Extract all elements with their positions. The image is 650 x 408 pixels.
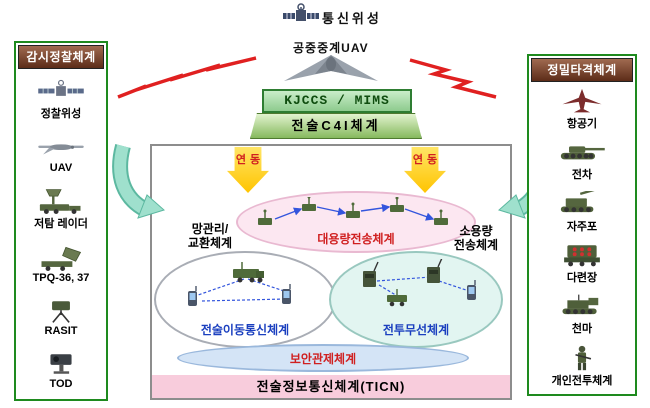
handset-icon xyxy=(467,280,476,300)
low-detection-radar-icon xyxy=(39,189,81,214)
security-control-ellipse: 보안관제체계 xyxy=(177,344,469,372)
list-item-label: 자주포 xyxy=(566,220,598,233)
strike-panel-title: 정밀타격체계 xyxy=(531,58,633,82)
kjccs-mims-box: KJCCS / MIMS xyxy=(262,89,412,113)
tank-icon xyxy=(560,146,605,160)
list-item-label: 다련장 xyxy=(566,272,598,285)
surveillance-panel-items: 정찰위성 UAV 저탐 레이더 xyxy=(16,71,106,397)
manpack-radio-icon xyxy=(363,261,379,287)
surveillance-panel-title: 감시정찰체계 xyxy=(18,45,104,69)
combat-radio-graphic xyxy=(363,259,476,307)
list-item-label: RASIT xyxy=(44,325,78,337)
large-capacity-label: 대용량전송체계 xyxy=(317,232,395,246)
node-vehicle-icon xyxy=(390,197,404,212)
recon-vehicle-icon xyxy=(387,289,407,307)
relay-uav-label: 공중중계UAV xyxy=(293,41,369,55)
network-nodes-graphic xyxy=(258,197,448,225)
list-item-label: TPQ-36, 37 xyxy=(32,272,90,284)
handset-icon xyxy=(282,284,291,304)
aircraft-icon xyxy=(562,88,602,113)
list-item-label: 정찰위성 xyxy=(40,108,82,120)
list-item: 저탐 레이더 xyxy=(16,188,106,231)
strike-panel: 정밀타격체계 항공기 전차 xyxy=(527,54,637,396)
soldier-icon xyxy=(575,345,592,370)
lightning-right-icon xyxy=(409,58,497,99)
relay-uav-icon xyxy=(284,55,378,81)
list-item-label: 항공기 xyxy=(566,118,598,131)
comm-truck-icon xyxy=(233,262,264,283)
list-item: TOD xyxy=(16,351,106,390)
strike-panel-items: 항공기 전차 자주포 xyxy=(529,84,635,392)
large-capacity-ellipse: 대용량전송체계 xyxy=(236,191,476,253)
lightning-left-icon xyxy=(117,56,257,99)
list-item-label: 천마 xyxy=(571,323,593,336)
list-item-label: 저탐 레이더 xyxy=(34,218,88,230)
node-vehicle-icon xyxy=(258,209,272,225)
list-item: UAV xyxy=(16,135,106,174)
node-vehicle-icon xyxy=(346,202,360,218)
list-item-label: UAV xyxy=(49,162,73,174)
manpack-radio-icon xyxy=(427,259,443,283)
ticn-title-bar: 전술정보통신체계(TICN) xyxy=(152,375,510,398)
security-control-label: 보안관제체계 xyxy=(289,352,357,366)
node-vehicle-icon xyxy=(434,209,448,225)
node-vehicle-icon xyxy=(302,197,316,211)
list-item: 천마 xyxy=(529,293,635,336)
list-item-label: 전차 xyxy=(571,169,593,182)
combat-radio-label: 전투무선체계 xyxy=(382,323,450,337)
list-item: 정찰위성 xyxy=(16,78,106,121)
uav-icon xyxy=(38,144,84,155)
handset-icon xyxy=(188,286,197,306)
network-mgmt-label: 망관리/ 교환체계 xyxy=(187,222,233,250)
mobile-comm-ellipse: 전술이동통신체계 xyxy=(154,251,336,348)
list-item: TPQ-36, 37 xyxy=(16,245,106,284)
list-item: 항공기 xyxy=(529,88,635,131)
tpq-radar-icon xyxy=(41,246,82,271)
list-item-label: TOD xyxy=(49,378,73,390)
comm-satellite-label: 통신위성 xyxy=(322,11,382,26)
comm-satellite-icon xyxy=(283,3,319,21)
mobile-comm-graphic xyxy=(188,262,291,306)
self-propelled-gun-icon xyxy=(560,190,603,212)
list-item: RASIT xyxy=(16,298,106,337)
tactical-c4i-box: 전술C4I체계 xyxy=(250,113,422,139)
list-item: 개인전투체계 xyxy=(529,345,635,388)
rasit-radar-icon xyxy=(52,301,70,323)
list-item: 자주포 xyxy=(529,190,635,234)
list-item-label: 개인전투체계 xyxy=(551,374,613,387)
cheonma-icon xyxy=(562,295,599,315)
mlrs-icon xyxy=(564,245,600,267)
combat-radio-ellipse: 전투무선체계 xyxy=(329,251,503,348)
recon-satellite-icon xyxy=(38,79,84,96)
list-item: 전차 xyxy=(529,139,635,182)
mobile-comm-label: 전술이동통신체계 xyxy=(200,323,290,337)
list-item: 다련장 xyxy=(529,242,635,285)
surveillance-panel: 감시정찰체계 정찰위성 UAV xyxy=(14,41,108,401)
tod-icon xyxy=(50,354,72,374)
small-capacity-label: 소용량 전송체계 xyxy=(453,224,499,252)
interlock-left-label: 연동 xyxy=(235,154,265,166)
interlock-right-label: 연동 xyxy=(412,154,442,166)
